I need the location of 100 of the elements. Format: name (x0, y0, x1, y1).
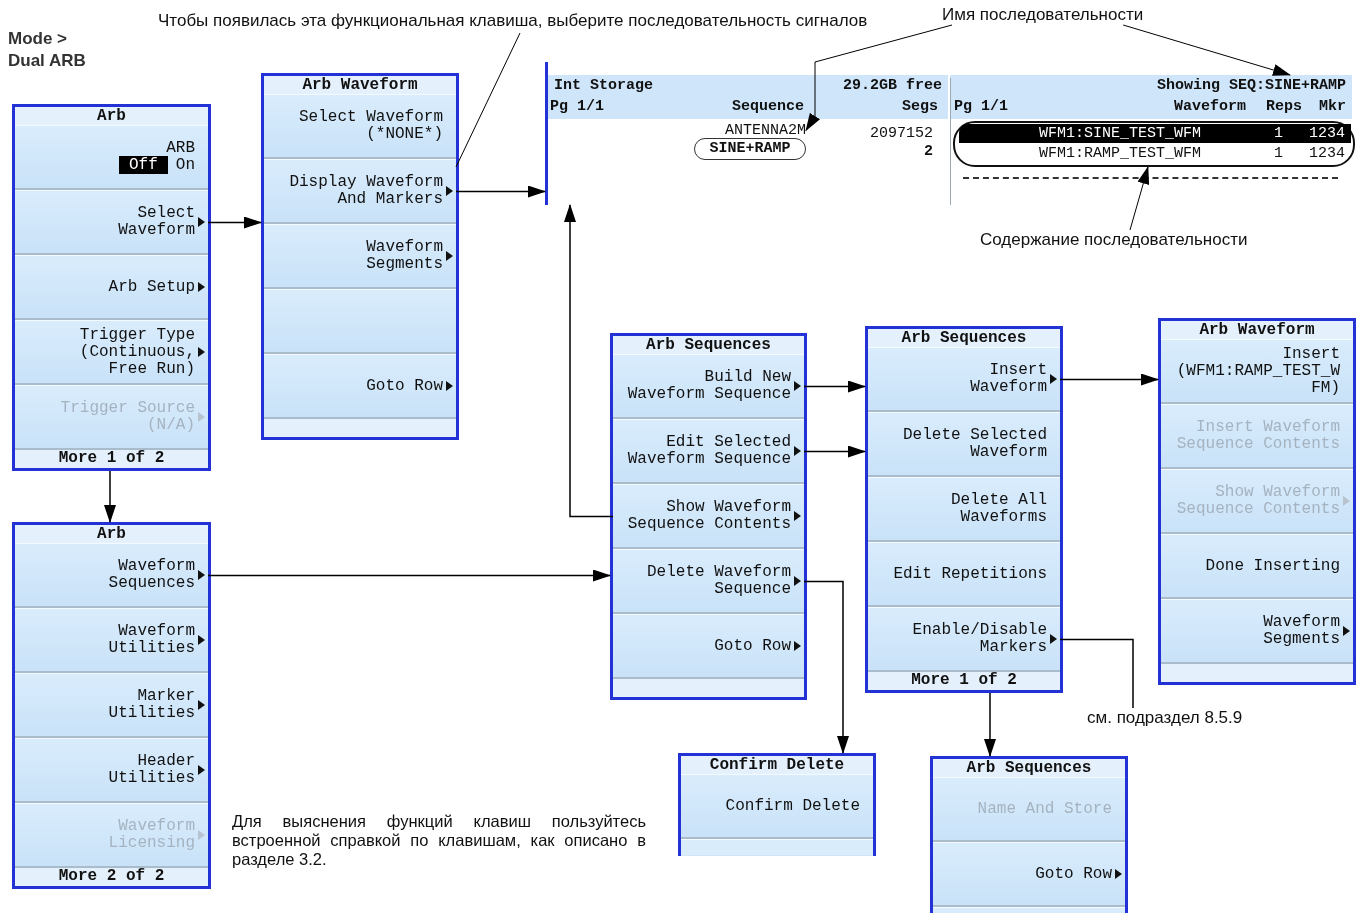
softkey (613, 419, 804, 484)
softkey (613, 484, 804, 549)
arrow (1059, 373, 1159, 386)
table-cell: 1 (1274, 145, 1283, 162)
header-text: Segs (902, 98, 938, 116)
table-cell: 1234 (1309, 125, 1345, 142)
softkey (933, 842, 1125, 907)
softkey (1161, 534, 1353, 599)
header-text: Pg 1/1 (550, 98, 604, 116)
softkey-label: Delete Selected Waveform (901, 427, 1047, 461)
softkey-label: Marker Utilities (107, 688, 195, 722)
softkey-menu (12, 522, 211, 889)
header-text: 29.2GB free (842, 77, 942, 95)
softkey-label: Select Waveform (*NONE*) (297, 109, 443, 143)
softkey (681, 774, 873, 839)
leader-line (1122, 24, 1291, 76)
display-screen (545, 62, 1355, 205)
header-text: Mkr (1319, 98, 1346, 116)
softkey (1161, 599, 1353, 664)
arrow (104, 470, 116, 523)
softkey-label: Done Inserting (1204, 557, 1340, 575)
softkey (1161, 469, 1353, 534)
table-cell-text: 2097152 (869, 125, 933, 142)
softkey-label: Delete Waveform Sequence (645, 564, 791, 598)
softkey-label: Trigger Source (N/A) (59, 400, 195, 434)
softkey-label: Edit Repetitions (892, 565, 1047, 583)
softkey-label: Waveform Sequences (107, 558, 195, 592)
softkey-label: Enable/Disable Markers (911, 622, 1047, 656)
table-cell: 1234 (1309, 145, 1345, 162)
arrow (207, 569, 611, 582)
softkey (15, 803, 208, 868)
softkey (868, 412, 1060, 477)
table-cell: 1 (1274, 125, 1283, 142)
softkey (15, 385, 208, 450)
arrow (803, 445, 866, 458)
arrow (207, 216, 262, 229)
header-text: Pg 1/1 (954, 98, 1008, 116)
softkey (613, 614, 804, 679)
softkey (264, 289, 456, 354)
softkey-label: Show Waveform Sequence Contents (626, 499, 791, 533)
arrow (984, 692, 996, 757)
softkey-menu (930, 756, 1128, 913)
softkey-label: On (175, 156, 195, 174)
softkey (868, 347, 1060, 412)
annotation-text: Чтобы появилась эта функциональная клавиша, выберите последовательность сигналов (158, 11, 868, 31)
softkey (264, 94, 456, 159)
arrow (564, 204, 614, 518)
softkey-label: Edit Selected Waveform Sequence (626, 434, 791, 468)
softkey (15, 320, 208, 385)
help-note: Для выяснения функций клавиш пользуйтесь встроенной справкой по клавишам, как описано в разделе 3.2. (232, 812, 646, 869)
annotation-text: см. подраздел 8.5.9 (1087, 708, 1243, 728)
mode-heading: Mode > Dual ARB (8, 28, 87, 72)
arrow (803, 380, 866, 393)
table-header-band (548, 75, 948, 119)
sequence-name: ANTENNA2M (700, 122, 806, 139)
softkey (868, 607, 1060, 672)
softkey-label: Confirm Delete (724, 797, 860, 815)
softkey-label: Insert Waveform Sequence Contents (1175, 419, 1340, 453)
table-cell-text: 2 (923, 143, 933, 160)
header-text: Waveform (1174, 98, 1246, 116)
header-text: Showing SEQ:SINE+RAMP (1156, 77, 1346, 95)
annotation-text: Имя последовательности (942, 5, 1144, 25)
softkey-menu (865, 326, 1063, 693)
softkey-menu (678, 753, 876, 856)
softkey-label: Header Utilities (107, 753, 195, 787)
softkey (15, 255, 208, 320)
softkey (933, 777, 1125, 842)
softkey (1161, 339, 1353, 404)
softkey (15, 673, 208, 738)
softkey-label: ARB (165, 140, 195, 157)
softkey-menu (610, 333, 807, 700)
softkey-label: Waveform Licensing (107, 818, 195, 852)
softkey (264, 159, 456, 224)
softkey (15, 543, 208, 608)
softkey-menu (12, 104, 211, 471)
softkey-label: Arb Setup (107, 278, 195, 296)
softkey-label: Goto Row (713, 637, 791, 655)
softkey (868, 477, 1060, 542)
softkey-label: Goto Row (1034, 865, 1112, 883)
softkey (264, 354, 456, 419)
table-header-band (950, 75, 1352, 119)
leader-line (1129, 166, 1150, 231)
softkey-label: Show Waveform Sequence Contents (1175, 484, 1340, 518)
softkey-label: Waveform Segments (1262, 614, 1340, 648)
header-text: Int Storage (554, 77, 654, 95)
leader-line (805, 24, 953, 132)
softkey-menu (261, 73, 459, 440)
header-text: Reps (1266, 98, 1302, 116)
softkey-menu (1158, 318, 1356, 685)
softkey-label: Trigger Type (Continuous, Free Run) (78, 326, 195, 378)
softkey (868, 542, 1060, 607)
softkey (15, 190, 208, 255)
softkey-label: Insert Waveform (969, 362, 1047, 396)
circled-waveform-list (953, 121, 1355, 167)
table-cell: WFM1:RAMP_TEST_WFM (1038, 145, 1201, 162)
softkey-label: Waveform Segments (365, 239, 443, 273)
arrow (455, 185, 546, 198)
softkey (15, 125, 208, 190)
softkey (15, 738, 208, 803)
table-cell: WFM1:SINE_TEST_WFM (1038, 125, 1201, 142)
